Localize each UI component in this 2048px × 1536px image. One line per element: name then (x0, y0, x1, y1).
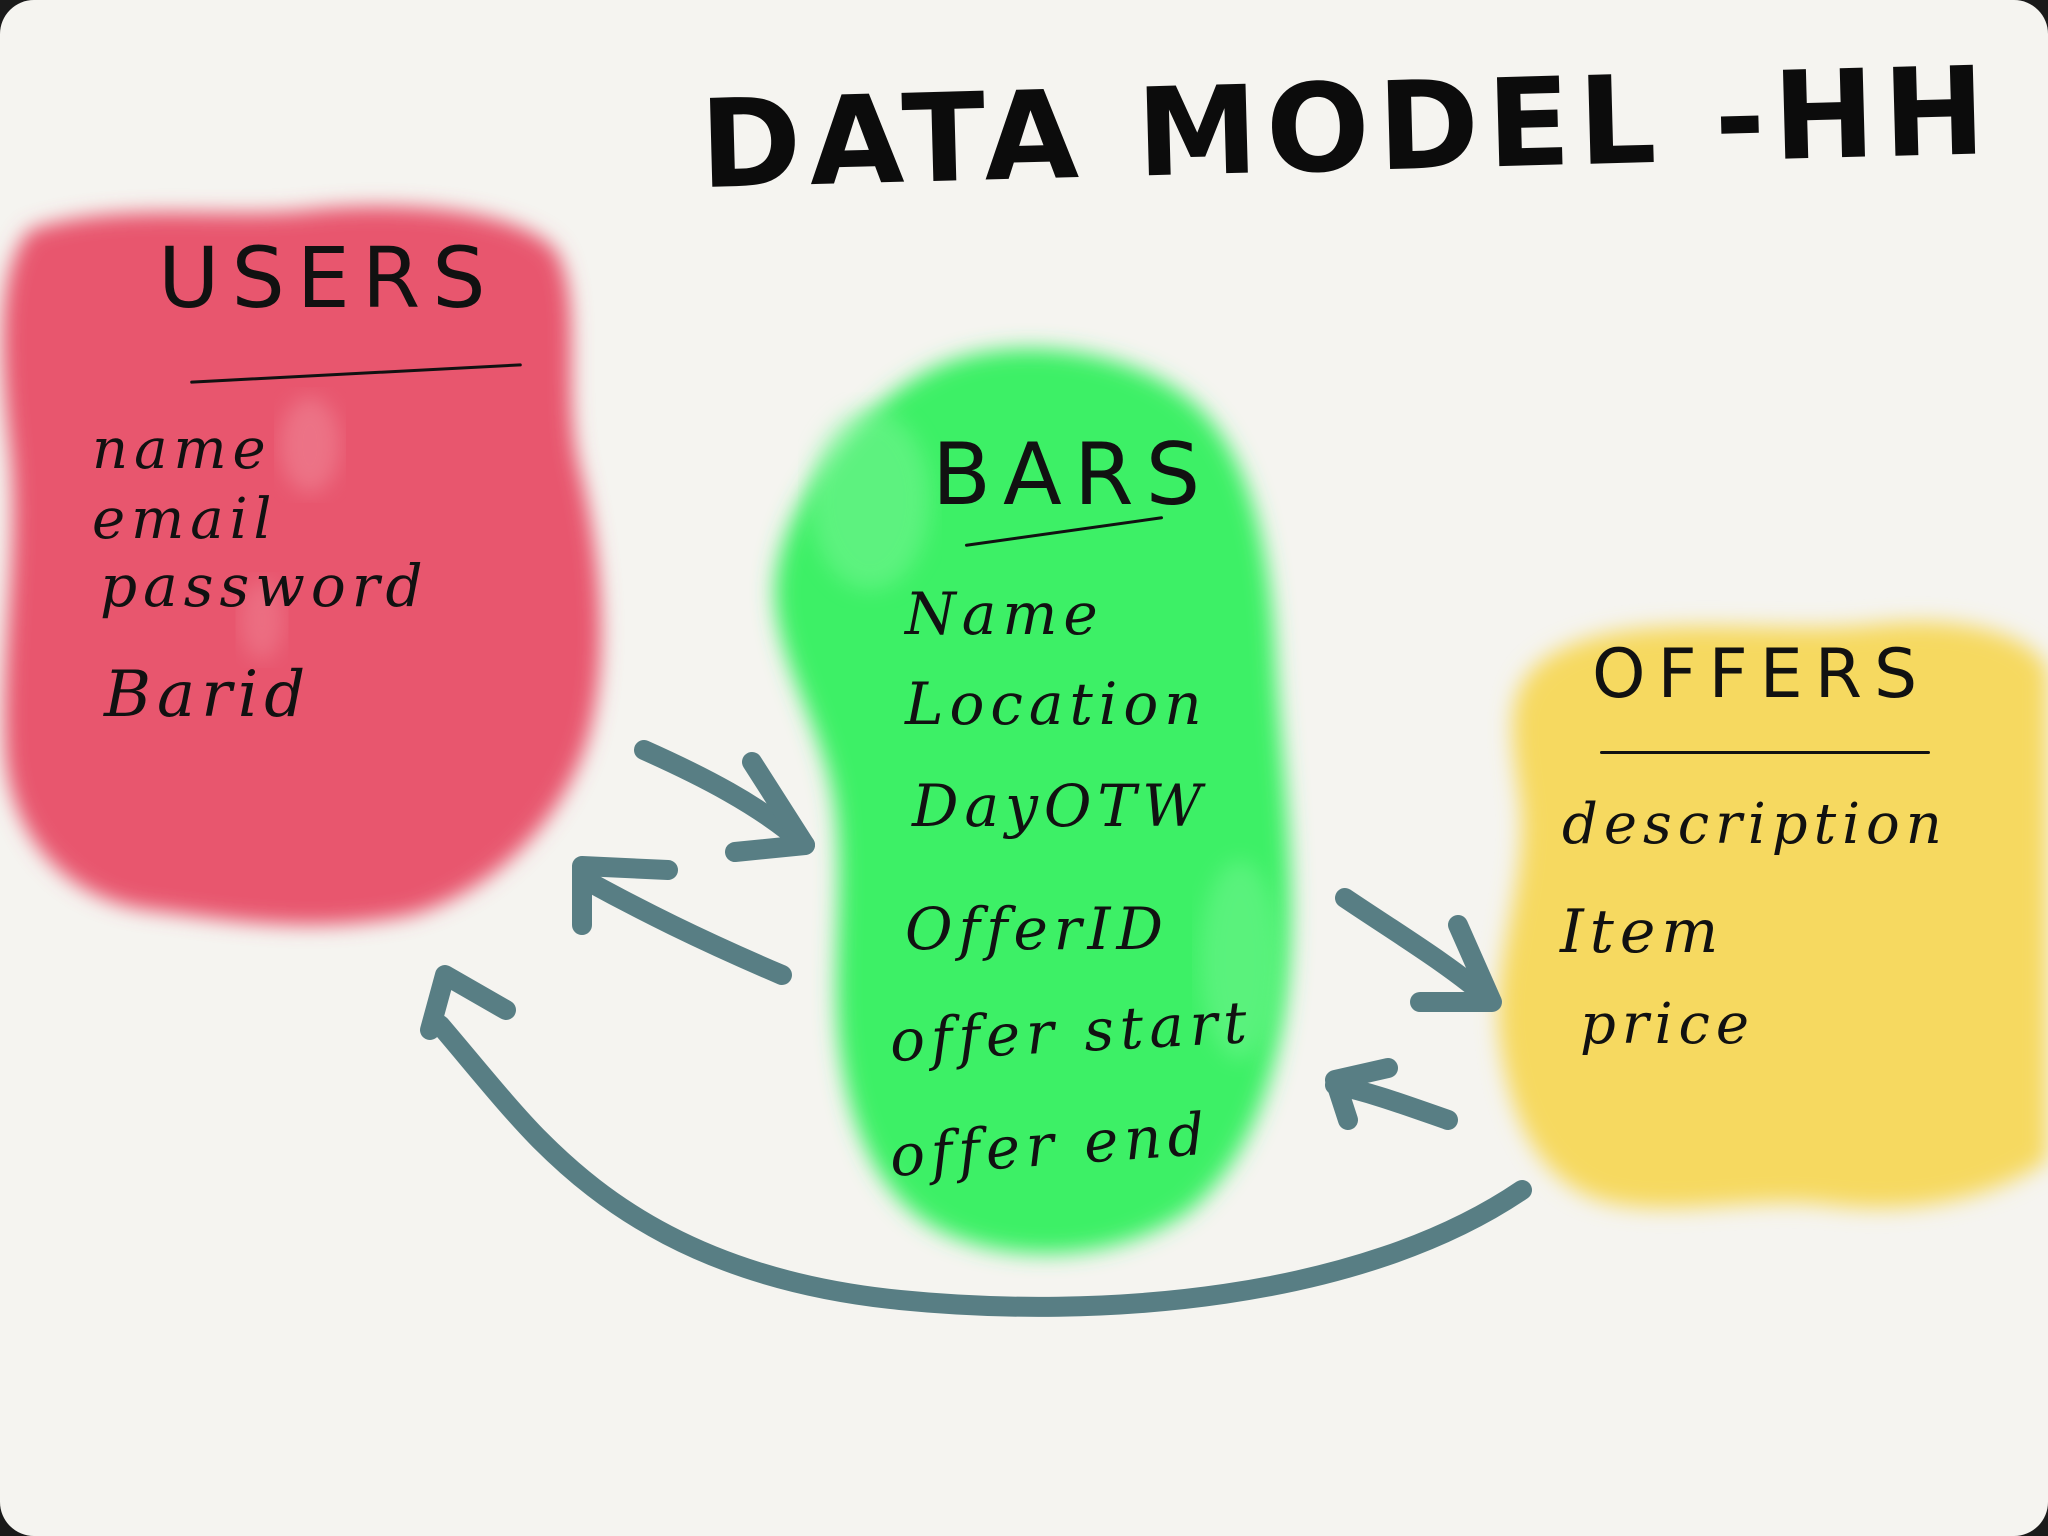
offers-field-item: Item (1560, 897, 1725, 967)
arrow-bars-to-offers (1335, 888, 1500, 1010)
page-title: DATA MODEL -HH (698, 40, 1996, 216)
arrowhead-offers-to-users (420, 965, 516, 1040)
users-field-email: email (92, 487, 278, 552)
bars-field-location: Location (905, 670, 1208, 738)
users-blob-fill (2, 206, 601, 925)
users-entity-blob (0, 190, 620, 940)
offers-field-description: description (1562, 792, 1948, 857)
users-field-name: name (92, 417, 272, 482)
offers-blob-shape (1498, 622, 2048, 1209)
bars-entity-title: BARS (932, 425, 1213, 525)
users-entity-title: USERS (158, 229, 498, 327)
arrowhead-offers-to-bars (1325, 1058, 1398, 1130)
users-field-password: password (100, 552, 429, 620)
offers-entity-blob (1470, 600, 2048, 1240)
arrow-offers-to-bars (1325, 1075, 1458, 1130)
users-blob-shape (2, 206, 601, 925)
users-field-barid: Barid (104, 658, 312, 732)
offers-blob-fill (1498, 622, 2048, 1209)
bars-field-offerid: OfferID (905, 895, 1169, 963)
offers-entity-title: OFFERS (1592, 635, 1930, 714)
bars-field-name: Name (905, 580, 1104, 648)
offers-title-underline (1600, 751, 1930, 754)
bars-field-dayotw: DayOTW (912, 772, 1208, 840)
offers-field-price: price (1580, 992, 1756, 1057)
